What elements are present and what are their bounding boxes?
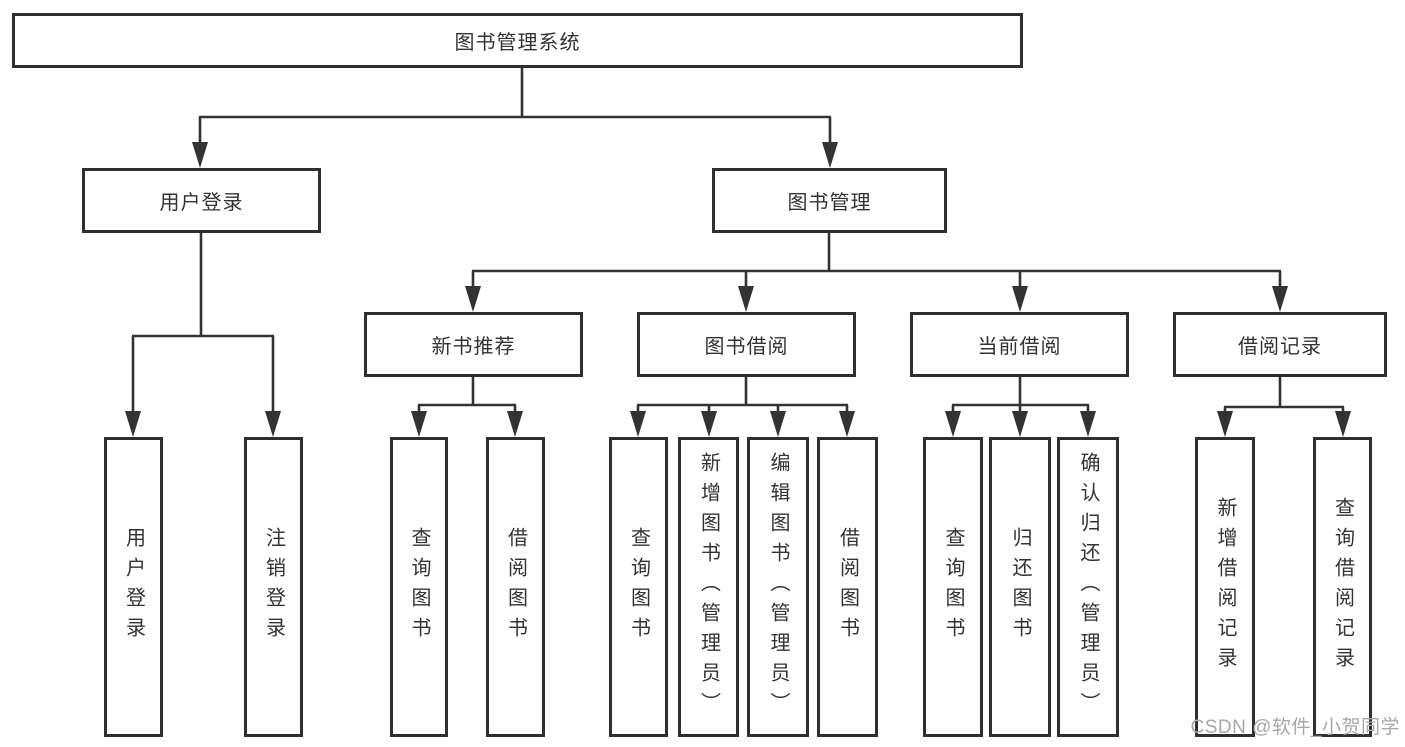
node-label: 当前借阅 <box>977 336 1062 358</box>
node-label: 图书管理系统 <box>454 32 581 54</box>
node-label: 借阅记录 <box>1238 336 1322 358</box>
leaf-label: 注销登录 <box>262 527 285 647</box>
leaf-add-borrow-record: 新增借阅记录 <box>1195 437 1255 737</box>
leaf-label: 归还图书 <box>1009 527 1031 647</box>
leaf-return-books: 归还图书 <box>989 437 1051 737</box>
leaf-label: 确认归还（管理员） <box>1077 452 1099 722</box>
leaf-add-books-admin: 新增图书（管理员） <box>678 437 739 737</box>
leaf-label: 借阅图书 <box>836 527 859 647</box>
leaf-user-login: 用户登录 <box>104 437 163 737</box>
csdn-watermark: CSDN @软件_小贺同学 <box>1190 717 1400 738</box>
node-library-management-system: 图书管理系统 <box>12 13 1023 68</box>
leaf-label: 用户登录 <box>122 527 145 647</box>
node-label: 图书借阅 <box>704 336 789 358</box>
leaf-label: 编辑图书（管理员） <box>767 452 789 722</box>
leaf-label: 查询图书 <box>408 527 430 647</box>
node-label: 图书管理 <box>787 192 872 214</box>
leaf-confirm-return-admin: 确认归还（管理员） <box>1057 437 1119 737</box>
leaf-query-books-current: 查询图书 <box>923 437 983 737</box>
node-user-login: 用户登录 <box>82 168 321 233</box>
leaf-label: 新增图书（管理员） <box>697 452 720 722</box>
leaf-logout: 注销登录 <box>244 437 303 737</box>
node-label: 新书推荐 <box>431 336 516 358</box>
leaf-label: 查询借阅记录 <box>1331 497 1354 677</box>
leaf-query-borrow-record: 查询借阅记录 <box>1313 437 1372 737</box>
node-current-borrow: 当前借阅 <box>910 312 1129 377</box>
node-borrow-records: 借阅记录 <box>1173 312 1387 377</box>
leaf-label: 查询图书 <box>942 527 964 647</box>
leaf-borrow-books: 借阅图书 <box>817 437 878 737</box>
node-label: 用户登录 <box>159 192 244 214</box>
leaf-query-books-recommend: 查询图书 <box>390 437 448 737</box>
node-book-borrow: 图书借阅 <box>637 312 856 377</box>
leaf-borrow-books-recommend: 借阅图书 <box>486 437 545 737</box>
leaf-label: 新增借阅记录 <box>1214 497 1236 677</box>
leaf-query-books-borrow: 查询图书 <box>609 437 668 737</box>
leaf-label: 借阅图书 <box>504 527 527 647</box>
node-book-management: 图书管理 <box>712 168 947 233</box>
leaf-label: 查询图书 <box>627 527 650 647</box>
leaf-edit-books-admin: 编辑图书（管理员） <box>747 437 809 737</box>
node-new-book-recommend: 新书推荐 <box>364 312 583 377</box>
